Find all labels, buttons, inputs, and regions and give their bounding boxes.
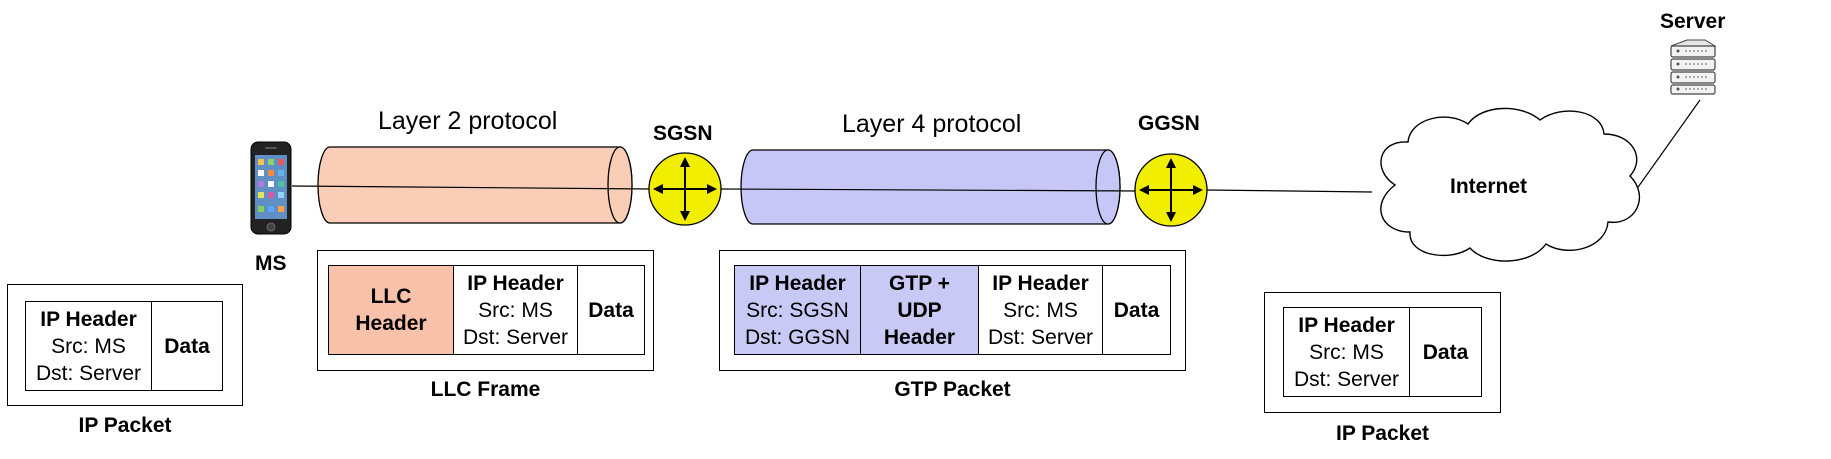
- llc-frame-caption: LLC Frame: [430, 378, 541, 401]
- outer-ip-header-dst: Dst: GGSN: [744, 325, 850, 349]
- ip-header-src: Src: MS: [1309, 340, 1384, 364]
- data-label: Data: [588, 298, 634, 322]
- ip-packet-right-contents: IP Header Src: MS Dst: Server Data: [1283, 307, 1482, 397]
- internet-label: Internet: [1450, 175, 1528, 198]
- gtp-header-line3: Header: [883, 325, 956, 349]
- layer4-protocol-label: Layer 4 protocol: [842, 110, 1022, 138]
- ip-header-title: IP Header: [1298, 313, 1395, 337]
- mobile-phone-icon: [250, 141, 292, 235]
- llc-frame: LLC Header IP Header Src: MS Dst: Server…: [317, 250, 654, 371]
- ip-packet-right-caption: IP Packet: [1335, 422, 1429, 445]
- gtp-header-line2: UDP: [897, 298, 942, 322]
- link-internet-server: [1635, 99, 1701, 191]
- llc-header-line2: Header: [355, 312, 427, 335]
- gtp-header-line1: GTP +: [889, 271, 950, 295]
- llc-frame-contents: LLC Header IP Header Src: MS Dst: Server…: [328, 265, 645, 355]
- outer-ip-header-src: Src: SGSN: [746, 298, 849, 322]
- ip-packet-left-caption: IP Packet: [78, 414, 172, 437]
- ip-header-cell: IP Header Src: MS Dst: Server: [1284, 308, 1410, 396]
- data-cell: Data: [1410, 308, 1481, 396]
- ip-header-src: Src: MS: [1003, 298, 1078, 322]
- link-sgsn-ggsn: [719, 188, 1141, 192]
- layer4-tunnel: [740, 149, 1121, 225]
- ip-header-title: IP Header: [40, 307, 137, 331]
- data-cell: Data: [152, 302, 222, 390]
- ip-header-src: Src: MS: [51, 334, 126, 358]
- server-icon: [1670, 39, 1717, 95]
- ip-header-src: Src: MS: [478, 298, 553, 322]
- gtp-udp-header-cell: GTP + UDP Header: [861, 266, 979, 354]
- llc-header-cell: LLC Header: [329, 266, 454, 354]
- ip-packet-left: IP Header Src: MS Dst: Server Data: [7, 284, 243, 406]
- link-ggsn-internet: [1205, 189, 1373, 193]
- ip-header-cell: IP Header Src: MS Dst: Server: [454, 266, 578, 354]
- ms-label: MS: [255, 252, 287, 275]
- llc-header-line1: LLC: [370, 285, 412, 308]
- ip-header-title: IP Header: [467, 271, 564, 295]
- ggsn-label: GGSN: [1138, 112, 1200, 135]
- layer2-tunnel: [317, 146, 633, 224]
- layer2-protocol-label: Layer 2 protocol: [378, 107, 558, 135]
- ip-header-dst: Dst: Server: [35, 361, 142, 385]
- gtp-packet-contents: IP Header Src: SGSN Dst: GGSN GTP + UDP …: [734, 265, 1171, 355]
- data-cell: Data: [578, 266, 644, 354]
- data-label: Data: [164, 334, 210, 358]
- ip-header-dst: Dst: Server: [1293, 367, 1400, 391]
- ggsn-router-icon: [1134, 153, 1208, 227]
- ip-header-cell: IP Header Src: MS Dst: Server: [26, 302, 152, 390]
- gtp-packet-caption: GTP Packet: [894, 378, 1011, 401]
- data-cell: Data: [1103, 266, 1170, 354]
- gtp-packet: IP Header Src: SGSN Dst: GGSN GTP + UDP …: [719, 250, 1186, 371]
- ip-header-title: IP Header: [992, 271, 1089, 295]
- ip-header-cell: IP Header Src: MS Dst: Server: [979, 266, 1103, 354]
- ip-header-dst: Dst: Server: [987, 325, 1094, 349]
- internet-cloud-icon: [1380, 107, 1641, 262]
- data-label: Data: [1422, 340, 1469, 364]
- link-ms-sgsn: [291, 185, 651, 190]
- outer-ip-header-cell: IP Header Src: SGSN Dst: GGSN: [735, 266, 861, 354]
- server-label: Server: [1660, 10, 1726, 33]
- sgsn-router-icon: [648, 152, 722, 226]
- sgsn-label: SGSN: [653, 122, 713, 145]
- data-label: Data: [1113, 298, 1160, 322]
- ip-packet-right: IP Header Src: MS Dst: Server Data: [1264, 292, 1501, 413]
- ip-header-dst: Dst: Server: [462, 325, 569, 349]
- ip-packet-left-contents: IP Header Src: MS Dst: Server Data: [25, 301, 223, 391]
- outer-ip-header-title: IP Header: [749, 271, 846, 295]
